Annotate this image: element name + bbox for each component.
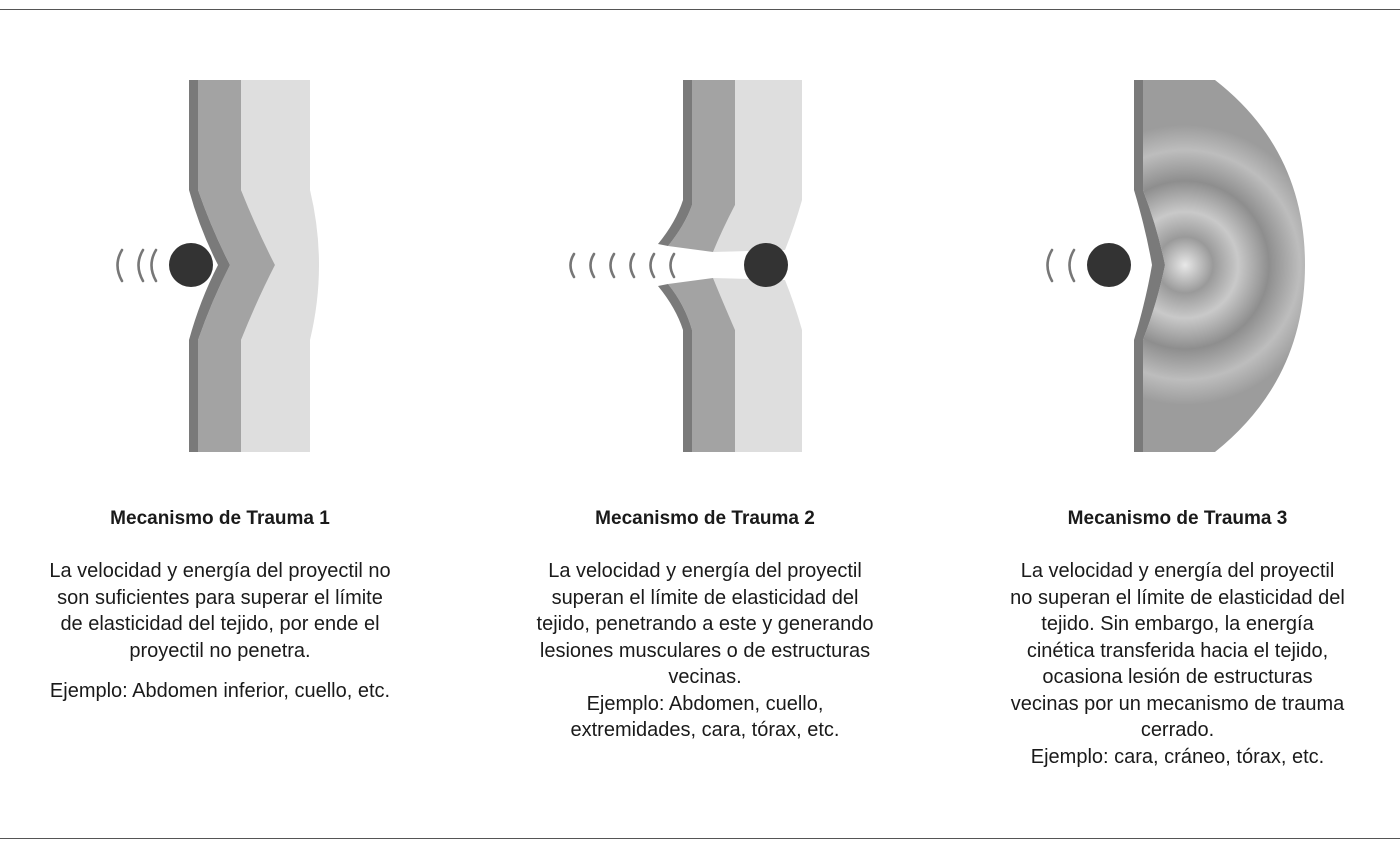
shock-wave-zone bbox=[1143, 80, 1305, 452]
mechanism-3-diagram bbox=[1046, 80, 1305, 452]
tissue-layer-light-lower bbox=[713, 278, 802, 452]
description-line: lesiones musculares o de estructuras bbox=[539, 639, 871, 662]
projectile bbox=[169, 243, 213, 287]
tissue-layer-dark-lower bbox=[658, 284, 692, 452]
motion-lines bbox=[1046, 248, 1076, 283]
projectile bbox=[1087, 243, 1131, 287]
top-rule bbox=[0, 9, 1400, 10]
mechanism-1-diagram bbox=[116, 80, 319, 452]
bottom-rule bbox=[0, 838, 1400, 839]
example-line: Ejemplo: Abdomen, cuello, bbox=[586, 692, 824, 715]
mechanism-2-description: La velocidad y energía del proyectil sup… bbox=[485, 558, 925, 691]
description-line: La velocidad y energía del proyectil bbox=[548, 560, 862, 582]
motion-lines bbox=[116, 248, 158, 283]
mechanism-1-description: La velocidad y energía del proyectil no … bbox=[0, 558, 440, 664]
description-line: son suficientes para superar el límite bbox=[57, 586, 383, 609]
description-line: cerrado. bbox=[1140, 719, 1215, 741]
tissue-layer-dark-upper bbox=[658, 80, 692, 246]
mechanism-3-text: Mecanismo de Trauma 3 La velocidad y ene… bbox=[955, 506, 1400, 770]
tissue-layer-dark bbox=[189, 80, 230, 452]
mechanism-2-text: Mecanismo de Trauma 2 La velocidad y ene… bbox=[485, 506, 925, 744]
description-line: superan el límite de elasticidad del bbox=[551, 586, 859, 609]
description-line: tejido, penetrando a este y generando bbox=[536, 613, 874, 635]
example-line: extremidades, cara, tórax, etc. bbox=[570, 719, 840, 741]
mechanism-3-description: La velocidad y energía del proyectil no … bbox=[955, 558, 1400, 744]
tissue-layer-dark bbox=[1134, 80, 1165, 452]
description-line: proyectil no penetra. bbox=[129, 639, 311, 662]
mechanism-3-example: Ejemplo: cara, cráneo, tórax, etc. bbox=[1030, 745, 1325, 768]
description-line: tejido. Sin embargo, la energía bbox=[1041, 613, 1314, 635]
tissue-layer-light-upper bbox=[713, 80, 802, 252]
mechanism-2-example: Ejemplo: Abdomen, cuello, extremidades, … bbox=[485, 691, 925, 744]
tissue-layer-mid bbox=[198, 80, 275, 452]
description-line: de elasticidad del tejido, por ende el bbox=[60, 613, 380, 635]
description-line: La velocidad y energía del proyectil bbox=[1020, 560, 1335, 582]
mechanism-3-title: Mecanismo de Trauma 3 bbox=[1067, 508, 1288, 529]
tissue-layer-light bbox=[241, 80, 319, 452]
mechanisms-illustration bbox=[116, 80, 1305, 452]
tissue-layer-mid-upper bbox=[668, 80, 735, 252]
mechanism-1-title: Mecanismo de Trauma 1 bbox=[110, 508, 330, 529]
motion-lines bbox=[569, 252, 676, 279]
mechanism-2-title: Mecanismo de Trauma 2 bbox=[595, 508, 815, 529]
description-line: ocasiona lesión de estructuras bbox=[1042, 666, 1313, 688]
mechanism-1-text: Mecanismo de Trauma 1 La velocidad y ene… bbox=[0, 506, 440, 705]
tissue-layer-mid-lower bbox=[668, 278, 735, 452]
projectile bbox=[744, 243, 788, 287]
description-line: no superan el límite de elasticidad del bbox=[1010, 586, 1345, 609]
mechanism-1-example: Ejemplo: Abdomen inferior, cuello, etc. bbox=[49, 680, 391, 702]
description-line: vecinas. bbox=[668, 666, 742, 688]
description-line: La velocidad y energía del proyectil no bbox=[49, 560, 391, 582]
description-line: vecinas por un mecanismo de trauma bbox=[1010, 692, 1345, 715]
description-line: cinética transferida hacia el tejido, bbox=[1026, 639, 1329, 662]
mechanism-2-diagram bbox=[569, 80, 802, 452]
